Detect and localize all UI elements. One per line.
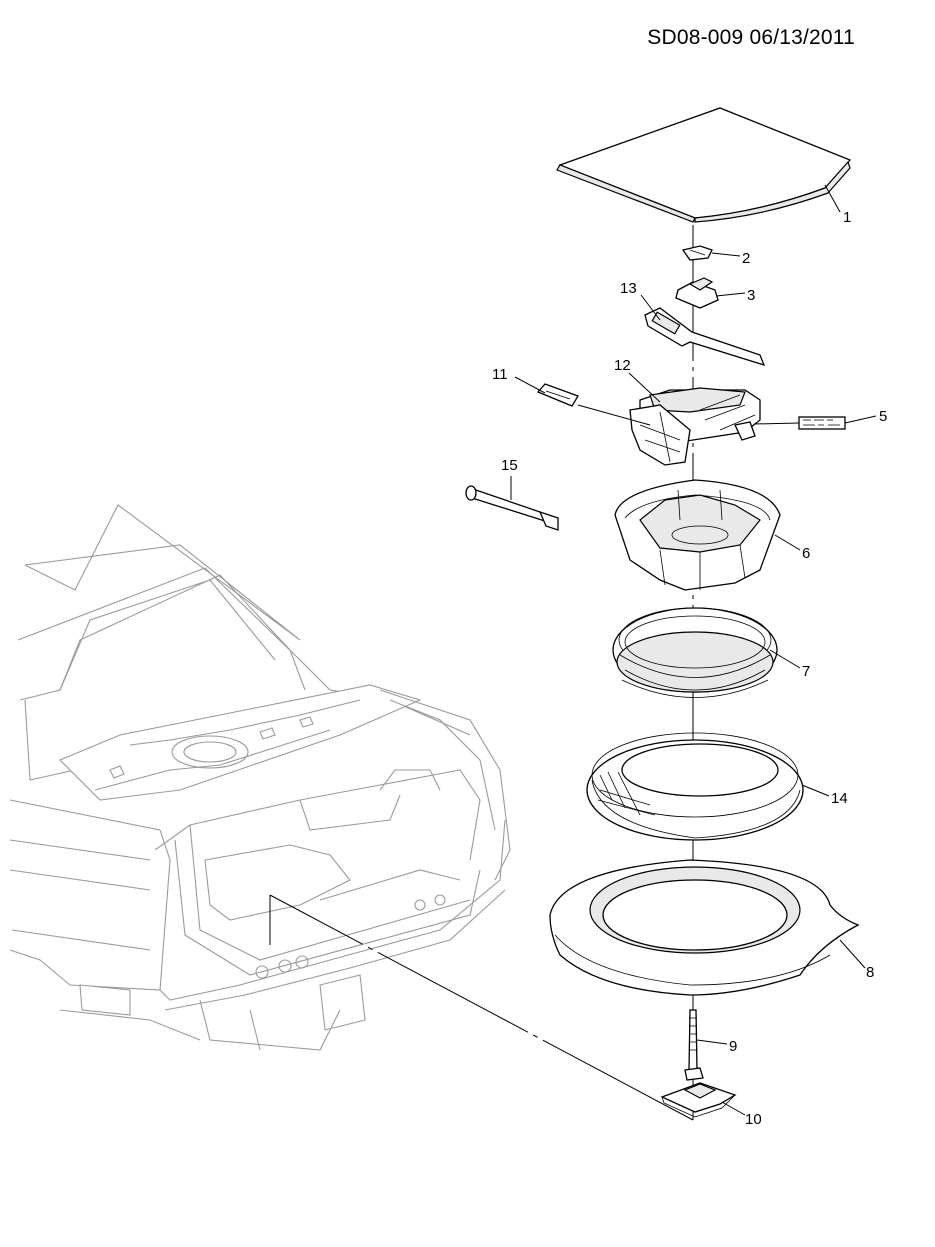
callout-10: 10 — [745, 1111, 762, 1128]
callout-8: 8 — [866, 964, 874, 981]
part-7-wheel — [612, 607, 778, 698]
part-1-floor-panel — [556, 107, 852, 223]
callout-11: 11 — [492, 366, 508, 383]
callout-9: 9 — [729, 1038, 737, 1055]
callout-labels: 1 2 3 13 12 11 5 15 6 7 14 8 9 10 — [492, 209, 887, 1128]
callout-12: 12 — [614, 357, 631, 374]
callout-3: 3 — [747, 287, 755, 304]
callout-7: 7 — [802, 663, 810, 680]
callout-14: 14 — [831, 790, 848, 807]
part-3-bracket — [675, 277, 719, 309]
part-2-clip — [681, 245, 713, 261]
leader-lines — [510, 184, 877, 1116]
callout-1: 1 — [843, 209, 851, 226]
callout-5: 5 — [879, 408, 887, 425]
part-5-label — [798, 416, 846, 430]
part-6-tray — [614, 479, 781, 591]
vehicle-rear-body — [9, 504, 511, 1051]
part-14-tire — [586, 732, 804, 841]
part-12-jack — [629, 387, 761, 466]
callout-6: 6 — [802, 545, 810, 562]
part-11-label — [536, 383, 579, 407]
callout-2: 2 — [742, 250, 750, 267]
part-13-wrench — [644, 307, 766, 367]
callout-15: 15 — [501, 457, 518, 474]
document-id-label: SD08-009 06/13/2011 — [647, 26, 855, 49]
part-10-retainer — [660, 1082, 737, 1118]
part-9-bolt — [684, 1009, 704, 1081]
part-8-cover — [549, 859, 860, 996]
part-15-extension-rod — [465, 485, 559, 531]
callout-13: 13 — [620, 280, 637, 297]
